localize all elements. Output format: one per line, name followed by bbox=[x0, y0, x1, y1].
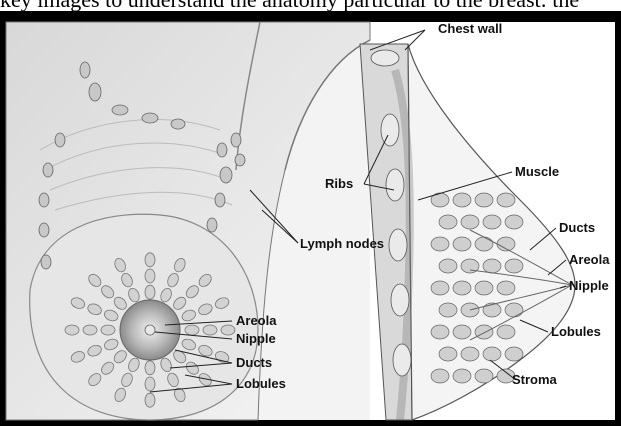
lobule-shape bbox=[475, 369, 493, 383]
lobule-shape bbox=[461, 215, 479, 229]
lobule-shape bbox=[505, 303, 523, 317]
lobule-shape bbox=[483, 303, 501, 317]
lobule-shape bbox=[439, 303, 457, 317]
lobule-shape bbox=[431, 369, 449, 383]
label-nipple-front: Nipple bbox=[236, 331, 276, 346]
lobule-shape bbox=[497, 325, 515, 339]
lobule-shape bbox=[439, 347, 457, 361]
front-view-body bbox=[6, 22, 370, 420]
lobule-shape bbox=[431, 281, 449, 295]
lobule-shape bbox=[431, 325, 449, 339]
label-lobules-front: Lobules bbox=[236, 376, 286, 391]
lobule-shape bbox=[145, 269, 155, 283]
lobule-shape bbox=[483, 347, 501, 361]
lobule-shape bbox=[439, 215, 457, 229]
lobule-shape bbox=[221, 325, 235, 335]
lobule-shape bbox=[497, 193, 515, 207]
lobule-shape bbox=[145, 393, 155, 407]
lobule-shape bbox=[475, 237, 493, 251]
lobule-shape bbox=[475, 193, 493, 207]
lobule-shape bbox=[101, 325, 115, 335]
lobule-shape bbox=[483, 215, 501, 229]
lobule-shape bbox=[65, 325, 79, 335]
label-ducts-front: Ducts bbox=[236, 355, 272, 370]
label-lobules-side: Lobules bbox=[551, 324, 601, 339]
label-ribs: Ribs bbox=[325, 176, 353, 191]
lobule-shape bbox=[83, 325, 97, 335]
lobule-shape bbox=[483, 259, 501, 273]
lobule-shape bbox=[475, 281, 493, 295]
label-muscle: Muscle bbox=[515, 164, 559, 179]
lobule-shape bbox=[453, 193, 471, 207]
lobule-shape bbox=[461, 347, 479, 361]
side-lobules bbox=[431, 193, 523, 383]
label-areola-side: Areola bbox=[569, 252, 610, 267]
lobule-shape bbox=[145, 285, 155, 299]
lobule-shape bbox=[505, 215, 523, 229]
lobule-shape bbox=[145, 253, 155, 267]
lobule-shape bbox=[453, 325, 471, 339]
lobule-shape bbox=[453, 237, 471, 251]
lobule-shape bbox=[145, 377, 155, 391]
label-nipple-side: Nipple bbox=[569, 278, 609, 293]
label-areola-front: Areola bbox=[236, 313, 277, 328]
label-stroma: Stroma bbox=[512, 372, 558, 387]
label-ducts-side: Ducts bbox=[559, 220, 595, 235]
lobule-shape bbox=[439, 259, 457, 273]
nipple-shape bbox=[145, 325, 155, 335]
label-lymph-nodes: Lymph nodes bbox=[300, 236, 384, 251]
label-chest-wall: Chest wall bbox=[438, 21, 502, 36]
lobule-shape bbox=[203, 325, 217, 335]
lobule-shape bbox=[505, 347, 523, 361]
lobule-shape bbox=[431, 237, 449, 251]
lobule-shape bbox=[145, 361, 155, 375]
lobule-shape bbox=[497, 281, 515, 295]
lobule-shape bbox=[505, 259, 523, 273]
lobule-shape bbox=[453, 369, 471, 383]
lobule-shape bbox=[185, 325, 199, 335]
lobule-shape bbox=[453, 281, 471, 295]
lobule-shape bbox=[475, 325, 493, 339]
